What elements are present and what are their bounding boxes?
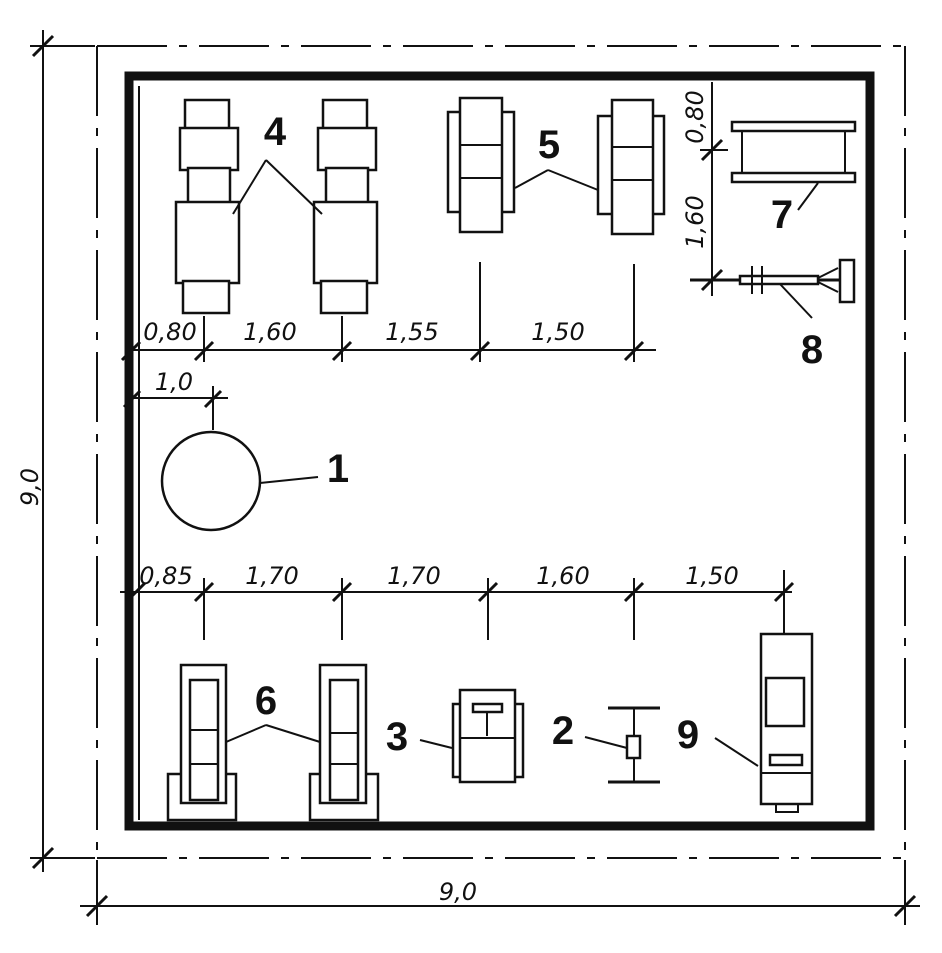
callout-5: 5 <box>514 123 599 191</box>
callout-1-label: 1 <box>327 447 349 491</box>
machine-4-right <box>312 98 379 315</box>
callout-4: 4 <box>232 110 323 215</box>
dim-top-1-60: 1,60 <box>243 318 296 346</box>
room-wall <box>124 71 875 831</box>
overall-height-label: 9,0 <box>16 468 44 506</box>
callout-6-label: 6 <box>255 679 277 723</box>
dim-circle-1-0: 1,0 <box>155 368 193 396</box>
top-dimension-chain: 0,80 1,60 1,55 1,50 <box>120 262 656 362</box>
machine-5-left <box>446 96 516 234</box>
callout-4-label: 4 <box>264 110 287 154</box>
unit-6-left <box>166 663 238 822</box>
dim-bottom-1-70-a: 1,70 <box>245 562 298 590</box>
callout-5-label: 5 <box>538 123 560 167</box>
fixture-2: 2 <box>552 706 660 784</box>
overall-width-label: 9,0 <box>439 878 477 906</box>
dim-top-0-80: 0,80 <box>143 318 196 346</box>
dim-bottom-1-70-b: 1,70 <box>387 562 440 590</box>
dim-top-1-55: 1,55 <box>385 318 438 346</box>
callout-8-label: 8 <box>801 328 823 372</box>
machine-5-right <box>596 98 666 236</box>
rack-7: 7 <box>730 120 857 237</box>
dim-bottom-1-50: 1,50 <box>685 562 738 590</box>
overall-width-dimension: 9,0 <box>80 860 920 925</box>
dim-bottom-1-60: 1,60 <box>536 562 589 590</box>
press-3: 3 <box>386 688 525 784</box>
callout-7-label: 7 <box>771 193 793 237</box>
callout-9-label: 9 <box>677 713 699 757</box>
circle-offset-dimension: 1,0 <box>122 368 228 430</box>
dim-right-0-80: 0,80 <box>681 90 709 143</box>
overall-height-dimension: 9,0 <box>16 30 95 872</box>
fixture-8: 8 <box>690 258 856 372</box>
callout-6: 6 <box>225 679 321 743</box>
dim-right-1-60: 1,60 <box>681 195 709 248</box>
outer-boundary <box>96 45 906 859</box>
right-vertical-dimension: 0,80 1,60 <box>681 82 728 296</box>
dim-bottom-0-85: 0,85 <box>139 562 192 590</box>
bottom-dimension-chain: 0,85 1,70 1,70 1,60 1,50 <box>120 562 795 640</box>
callout-3-label: 3 <box>386 715 408 759</box>
dim-top-1-50: 1,50 <box>531 318 584 346</box>
tank-1: 1 <box>160 430 349 532</box>
cabinet-9: 9 <box>677 632 814 813</box>
machine-4-left <box>174 98 241 315</box>
callout-2-label: 2 <box>552 709 574 753</box>
unit-6-right <box>308 663 380 822</box>
